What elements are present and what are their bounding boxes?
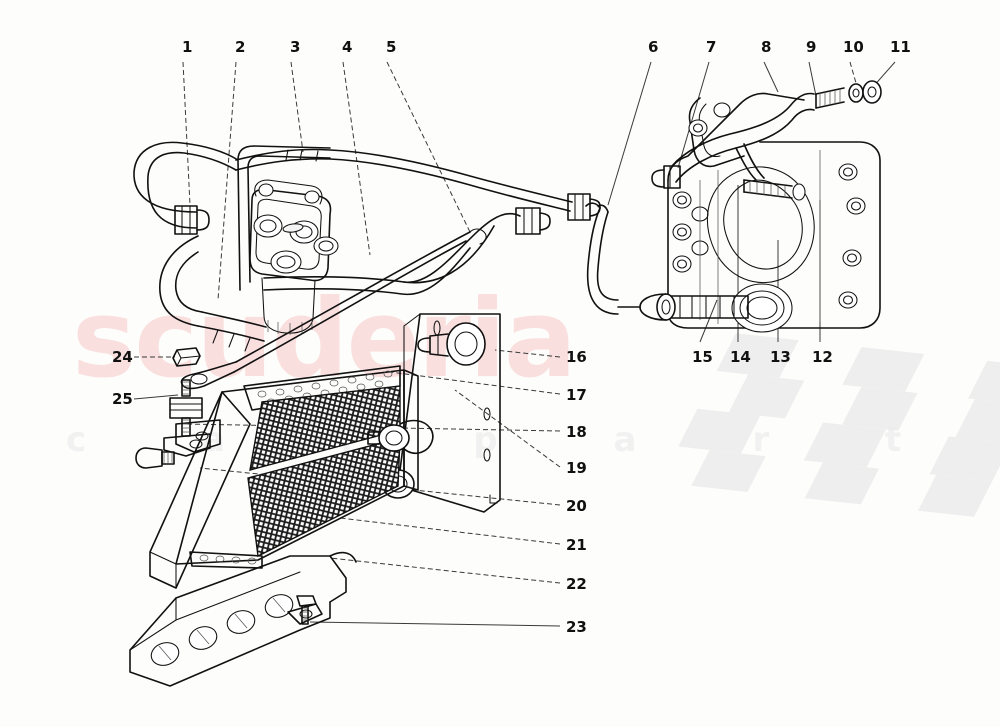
stud-bolt-assembly-top (815, 80, 882, 109)
callout-12[interactable]: 12 (812, 348, 833, 366)
nut-24 (172, 347, 201, 367)
callout-24[interactable]: 24 (112, 348, 133, 366)
callout-16[interactable]: 16 (566, 348, 587, 366)
callout-7[interactable]: 7 (706, 38, 717, 56)
curved-oil-pipe-right (651, 92, 815, 189)
callout-11[interactable]: 11 (890, 38, 911, 56)
callout-1[interactable]: 1 (182, 38, 193, 56)
callout-17[interactable]: 17 (566, 386, 587, 404)
callout-15[interactable]: 15 (692, 348, 713, 366)
callout-10[interactable]: 10 (843, 38, 864, 56)
callout-2[interactable]: 2 (235, 38, 246, 56)
long-oil-rod (180, 228, 487, 390)
engine-case-housing (667, 92, 881, 333)
callout-4[interactable]: 4 (342, 38, 353, 56)
callout-9[interactable]: 9 (806, 38, 817, 56)
callout-20[interactable]: 20 (566, 497, 587, 515)
leader-lines-top-right (607, 61, 896, 206)
stud-bolt-lower (743, 179, 806, 201)
callout-3[interactable]: 3 (290, 38, 301, 56)
leader-lines-top-left (182, 61, 471, 301)
oil-cooler-radiator (149, 365, 434, 589)
callout-6[interactable]: 6 (648, 38, 659, 56)
union-fitting-cooler (417, 322, 486, 366)
engine-feed-pipe (585, 202, 619, 315)
hex-bolt-left (135, 447, 175, 469)
callout-18[interactable]: 18 (566, 423, 587, 441)
rubber-mount-25 (163, 379, 211, 457)
callout-13[interactable]: 13 (770, 348, 791, 366)
union-fitting-lower (617, 293, 749, 321)
oil-pipe-upper (235, 148, 601, 221)
callout-22[interactable]: 22 (566, 575, 587, 593)
oil-thermostat-block (237, 145, 339, 335)
callout-14[interactable]: 14 (730, 348, 751, 366)
callout-19[interactable]: 19 (566, 459, 587, 477)
callout-5[interactable]: 5 (386, 38, 397, 56)
callout-8[interactable]: 8 (761, 38, 772, 56)
leader-lines-left-column (133, 356, 179, 400)
hose-loop-left (133, 141, 267, 352)
callout-23[interactable]: 23 (566, 618, 587, 636)
callout-21[interactable]: 21 (566, 536, 587, 554)
callout-25[interactable]: 25 (112, 390, 133, 408)
air-duct-channel (129, 551, 357, 687)
